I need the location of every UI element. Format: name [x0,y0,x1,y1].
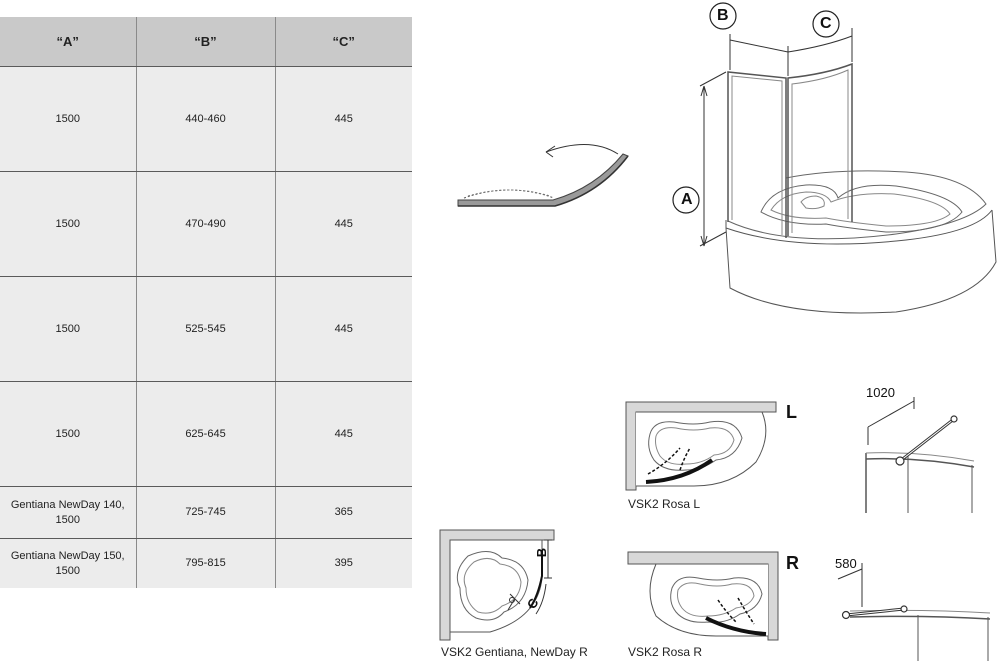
cell-b: 795-815 [136,538,276,588]
cell-b: 625-645 [136,381,276,487]
caption-rosa-l: VSK2 Rosa L [628,497,701,511]
cell-b: 470-490 [136,171,276,277]
mount-580-detail [837,563,991,661]
bath-screen-diagram [672,2,997,314]
cell-a: 1500 [0,276,137,382]
cell-a: Gentiana NewDay 150, 1500 [0,538,137,588]
dimension-table: “A” “B” “C” 1500 440-460 445 1500 470-49… [0,17,412,588]
cell-c: 445 [275,276,412,382]
caption-rosa-r: VSK2 Rosa R [628,645,703,659]
table-row: 1500 470-490 445 [0,171,412,277]
cell-b: 440-460 [136,66,276,172]
header-b: “B” [136,17,276,67]
cell-c: 445 [275,171,412,277]
dimension-1020-label: 1020 [866,385,895,400]
gentiana-plan-diagram [439,529,555,641]
rosa-l-plan-diagram [625,401,777,491]
dimension-a-label: A [681,191,693,208]
table-row: Gentiana NewDay 150, 1500 795-815 395 [0,538,412,588]
cell-b: 525-545 [136,276,276,382]
cell-b: 725-745 [136,486,276,539]
dimension-580-label: 580 [835,556,857,571]
side-l-label: L [786,402,797,422]
table-row: 1500 625-645 445 [0,381,412,487]
cell-c: 395 [275,538,412,588]
table-row: 1500 525-545 445 [0,276,412,382]
dimension-b-label: B [717,7,729,24]
side-r-label: R [786,553,799,573]
mount-1020-detail [865,397,975,513]
caption-gentiana: VSK2 Gentiana, NewDay R [441,645,588,659]
header-a: “A” [0,17,137,67]
table-header-row: “A” “B” “C” [0,17,412,67]
cell-a: 1500 [0,171,137,277]
header-c: “C” [275,17,412,67]
cell-c: 445 [275,381,412,487]
cell-c: 445 [275,66,412,172]
rosa-r-plan-diagram [627,551,779,641]
cell-a: 1500 [0,381,137,487]
table-row: Gentiana NewDay 140, 1500 725-745 365 [0,486,412,539]
cell-a: Gentiana NewDay 140, 1500 [0,486,137,539]
dimension-b-small-label: B [534,547,550,558]
cell-c: 365 [275,486,412,539]
dimension-c-label: C [820,15,832,32]
panel-flip-diagram [457,143,629,207]
cell-a: 1500 [0,66,137,172]
table-row: 1500 440-460 445 [0,66,412,172]
